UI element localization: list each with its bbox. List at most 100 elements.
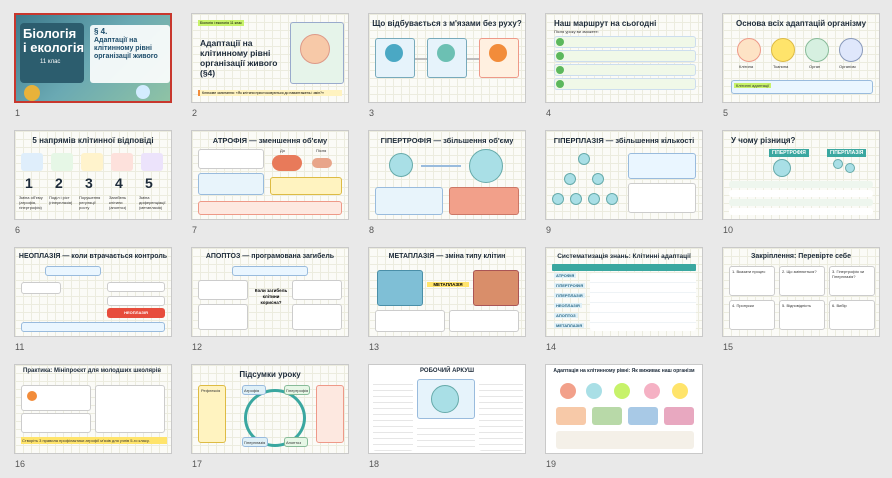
digit-2: 2 [55, 175, 63, 191]
slide-thumbnail-19[interactable]: Адаптація на клітинному рівні: Як вижива… [545, 364, 707, 478]
slide-thumbnail-14[interactable]: Систематизація знань: Клітинні адаптації… [545, 247, 707, 361]
item-1: Зміна об'єму (атрофія, гіпертрофія) [19, 195, 43, 210]
goal-row-1 [554, 36, 696, 48]
slide-number: 11 [15, 342, 25, 352]
slide-thumbnail-11[interactable]: НЕОПЛАЗІЯ — коли втрачається контроль НЕ… [14, 247, 176, 361]
slide-thumbnail-12[interactable]: АПОПТОЗ — програмована загибель Коли заг… [191, 247, 353, 361]
slide-preview: МЕТАПЛАЗІЯ — зміна типу клітин МЕТАПЛАЗІ… [368, 247, 526, 337]
muscle-weak-icon [489, 44, 507, 62]
slide-thumbnail-3[interactable]: Що відбувається з м'язами без руху? 3 [368, 13, 530, 127]
slide-number: 10 [723, 225, 734, 235]
slide-thumbnail-6[interactable]: 5 напрямів клітинної відповіді 1 2 3 4 5… [14, 130, 176, 244]
goal-row-4 [554, 78, 696, 90]
table-row-label: АПОПТОЗ [554, 313, 578, 318]
slide-thumbnail-1[interactable]: Біологія і екологія 11 клас § 4. Адаптац… [14, 13, 176, 127]
organism-level-icon [839, 38, 863, 62]
slide-number: 16 [15, 459, 26, 469]
digit-3: 3 [85, 175, 93, 191]
tissue-image [449, 187, 519, 215]
muscle-before-icon [272, 155, 302, 171]
key-question: Ключове запитання: «Як клітини пристосов… [198, 90, 342, 96]
slide-thumbnail-15[interactable]: Закріплення: Перевірте себе 1. Вказати п… [722, 247, 884, 361]
goal-row-3 [554, 64, 696, 76]
slide-number: 18 [369, 459, 380, 469]
slide-number: 5 [723, 108, 729, 118]
slide-preview: У чому різниця? ГІПЕРТРОФІЯ ГІПЕРПЛАЗІЯ [722, 130, 880, 220]
cell-icon [578, 153, 590, 165]
table-row-label: ГІПЕРПЛАЗІЯ [554, 293, 585, 298]
slide-title: Підсумки уроку [239, 370, 301, 379]
tissue-after-image [473, 270, 519, 306]
cell-level-icon [737, 38, 761, 62]
slide-thumbnail-4[interactable]: Наш маршрут на сьогодні Після уроку ви з… [545, 13, 707, 127]
level-label-organism: Організм [839, 64, 856, 69]
cell-small-icon [389, 153, 413, 177]
question-6: 6. Вибір [832, 303, 847, 308]
slide-title: ГІПЕРПЛАЗІЯ — збільшення кількості [553, 136, 695, 145]
column-hypertrophy: ГІПЕРТРОФІЯ [769, 149, 809, 157]
caption: Клітинні адаптації [734, 83, 772, 88]
slide-title: Закріплення: Перевірте себе [751, 253, 851, 260]
cell-icon [672, 383, 688, 399]
slide-thumbnail-10[interactable]: У чому різниця? ГІПЕРТРОФІЯ ГІПЕРПЛАЗІЯ … [722, 130, 884, 244]
organ-level-icon [805, 38, 829, 62]
slide-number: 12 [192, 342, 203, 352]
slide-thumbnail-18[interactable]: РОБОЧИЙ АРКУШ 18 [368, 364, 530, 478]
tag-label: Біологія і екологія 11 клас [198, 20, 244, 26]
grade-label: 11 клас [40, 59, 61, 65]
slide-preview: Що відбувається з м'язами без руху? [368, 13, 526, 103]
title-line-1: Біологія [23, 26, 77, 41]
slide-preview: Закріплення: Перевірте себе 1. Вказати п… [722, 247, 880, 337]
table-row-label: НЕОПЛАЗІЯ [554, 303, 582, 308]
check-icon [556, 66, 564, 74]
slide-preview: ГІПЕРПЛАЗІЯ — збільшення кількості [545, 130, 703, 220]
check-icon [556, 38, 564, 46]
slide-preview: Основа всіх адаптацій організму Клітина … [722, 13, 880, 103]
muscle-after-icon [312, 158, 332, 168]
slide-number: 7 [192, 225, 198, 235]
slide-preview: Біологія і екологія 11 клас Адаптації на… [191, 13, 349, 103]
slide-number: 1 [15, 108, 21, 118]
cell-icon [560, 383, 576, 399]
title-line-2: і екологія [23, 40, 85, 55]
slide-preview: Адаптація на клітинному рівні: Як вижива… [545, 364, 703, 454]
level-label-tissue: Тканина [773, 64, 789, 69]
slide-thumbnail-13[interactable]: МЕТАПЛАЗІЯ — зміна типу клітин МЕТАПЛАЗІ… [368, 247, 530, 361]
slide-preview: Систематизація знань: Клітинні адаптації… [545, 247, 703, 337]
slide-preview: НЕОПЛАЗІЯ — коли втрачається контроль НЕ… [14, 247, 172, 337]
slide-thumbnail-7[interactable]: АТРОФІЯ — зменшення об'єму До Після 7 [191, 130, 353, 244]
check-icon [556, 80, 564, 88]
cell-icon [588, 193, 600, 205]
tissue-image [556, 407, 586, 425]
slide-title: У чому різниця? [731, 136, 796, 145]
slide-title: ГІПЕРТРОФІЯ — збільшення об'єму [380, 136, 514, 145]
slide-number: 17 [192, 459, 203, 469]
question-3: 3. Гіпертрофія чи Гіперплазія? [832, 269, 865, 279]
cycle-label: Атрофія [244, 388, 260, 393]
slide-subtitle: Після уроку ви зможете: [554, 29, 599, 34]
tissue-image [592, 407, 622, 425]
slide-thumbnail-5[interactable]: Основа всіх адаптацій організму Клітина … [722, 13, 884, 127]
slide-number: 14 [546, 342, 557, 352]
cell-icon [437, 44, 455, 62]
center-label: МЕТАПЛАЗІЯ [427, 282, 469, 287]
slide-number: 13 [369, 342, 380, 352]
slide-thumbnail-17[interactable]: Підсумки уроку Рефлексія Атрофія Гіпертр… [191, 364, 353, 478]
slide-thumbnail-2[interactable]: Біологія і екологія 11 клас Адаптації на… [191, 13, 353, 127]
item-5: Зміна диференціації (метаплазія) [139, 195, 166, 210]
cell-icon [592, 173, 604, 185]
slide-thumbnail-8[interactable]: ГІПЕРТРОФІЯ — збільшення об'єму 8 [368, 130, 530, 244]
item-3: Порушення регуляції росту [79, 195, 101, 210]
cycle-label: Гіперплазія [244, 440, 266, 445]
item-4: Загибель клітини (апоптоз) [109, 195, 127, 210]
slide-thumbnail-9[interactable]: ГІПЕРПЛАЗІЯ — збільшення кількості 9 [545, 130, 707, 244]
slide-preview: Наш маршрут на сьогодні Після уроку ви з… [545, 13, 703, 103]
column-hyperplasia: ГІПЕРПЛАЗІЯ [827, 149, 867, 157]
slide-thumbnail-16[interactable]: Практика: Мініпроєкт для молодших школяр… [14, 364, 176, 478]
slide-preview: РОБОЧИЙ АРКУШ [368, 364, 526, 454]
task-footer: Створіть 3 правила профілактики атрофії … [21, 437, 167, 444]
slide-title: 5 напрямів клітинної відповіді [32, 136, 154, 145]
question-2: 2. Що змінюється? [782, 269, 817, 274]
table-row-label: АТРОФІЯ [554, 273, 577, 278]
slide-title: АТРОФІЯ — зменшення об'єму [212, 136, 328, 145]
